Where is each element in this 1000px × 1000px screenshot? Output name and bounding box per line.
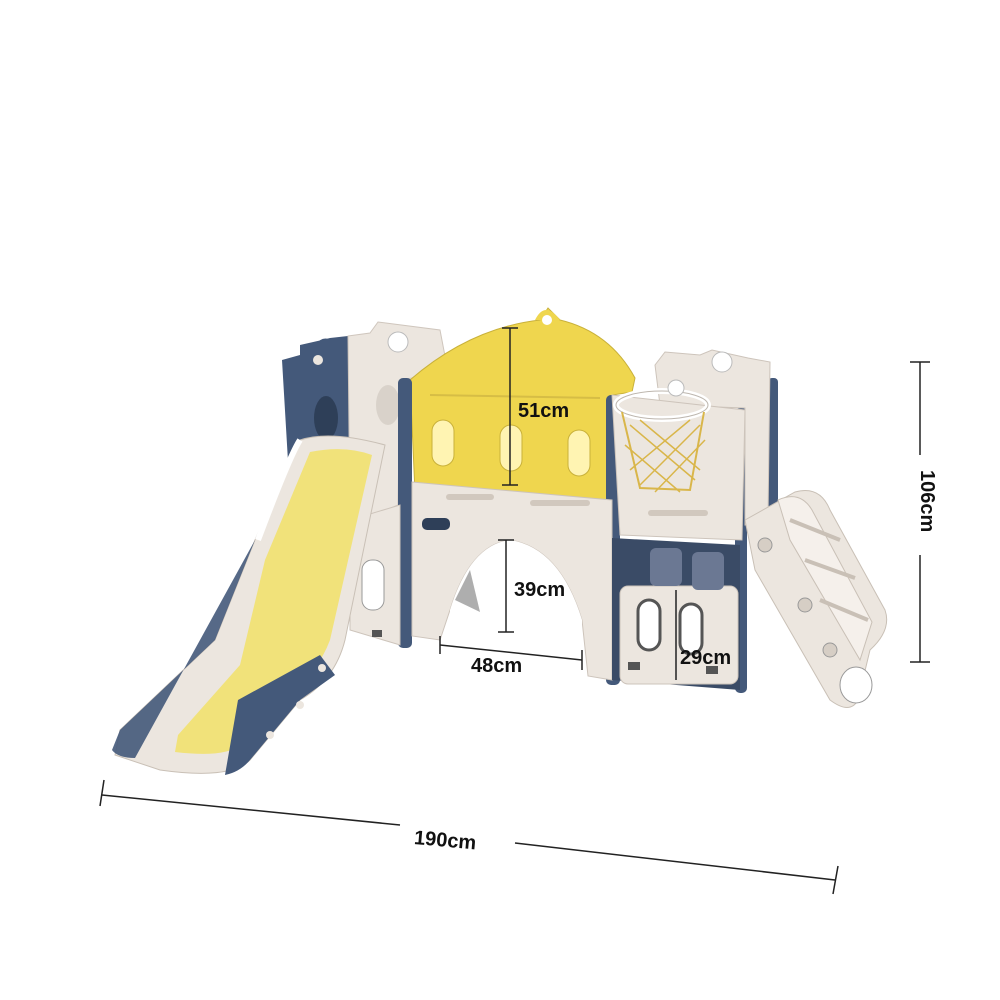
dim-line-48 (439, 644, 583, 661)
dim-line-190-right (514, 842, 836, 881)
arch-height-label: 39cm (514, 579, 566, 601)
arch-width-label: 48cm (471, 655, 523, 677)
slide (112, 435, 386, 775)
arch-body (411, 481, 613, 681)
dim-tick-190-right (832, 865, 839, 895)
climbing-ladder (744, 490, 888, 708)
right-tower (611, 349, 771, 541)
basketball-hoop (613, 379, 711, 493)
total-length-label: 190cm (413, 827, 478, 855)
dim-tick-190-left (99, 779, 105, 807)
dim-line-190-left (101, 794, 401, 826)
side-block-width-label: 29cm (680, 647, 732, 669)
dimension-lines (99, 327, 930, 895)
total-height-label: 106cm (916, 470, 938, 533)
roof-height-label: 51cm (518, 400, 570, 422)
yellow-castle-roof (409, 307, 636, 501)
